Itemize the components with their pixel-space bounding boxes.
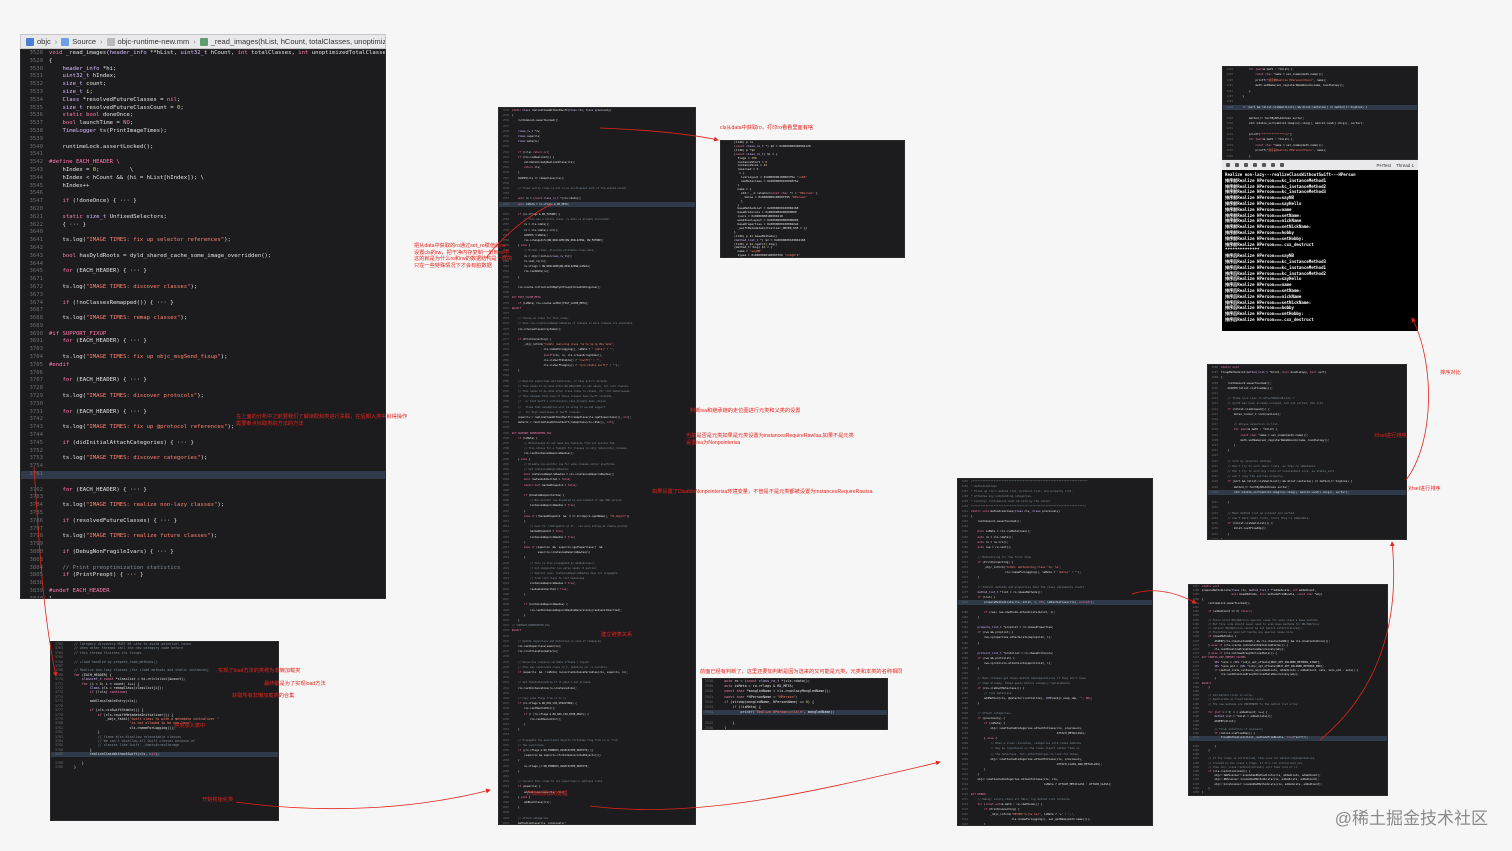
console-line: 排序后Realize HPerson===.cxx_destruct: [1225, 316, 1314, 322]
console-line: 排序前Realize HPerson===hobby: [1225, 229, 1294, 235]
annotation-link-list: 建立链表关系: [601, 632, 633, 638]
annotation-sort-compare: 排序对比: [1440, 370, 1461, 376]
arrow-to-methodize: [589, 760, 941, 810]
console-output[interactable]: Realize non-lazy---realizeClassWithoutSw…: [1222, 170, 1418, 331]
arrow-to-nonlazy: [33, 466, 58, 677]
console-line: 排序前Realize HPerson===setName:: [1225, 212, 1302, 218]
project-icon: [26, 37, 34, 46]
console-line: 排序前Realize HPerson===nickName: [1225, 218, 1302, 224]
lldb-panel-ro-dump[interactable]: (lldb) p ro (const class_ro_t *) $0 = 0x…: [720, 140, 905, 258]
code-panel-sort-compare[interactable]: 1218 for (auto& meth : *mlist) { 1219 co…: [1222, 66, 1418, 160]
arrow-to-lldb: [599, 127, 719, 142]
annotation-add-to-table: 将类加入表中: [174, 723, 206, 729]
annotation-sel-sort-2: 对sel进行排序: [1408, 486, 1441, 492]
chevron-right-icon: ›: [54, 37, 58, 46]
console-line: Realize non-lazy---realizeClassWithoutSw…: [1225, 172, 1356, 177]
console-line: 排序后Realize HPerson===setName:: [1225, 287, 1302, 293]
code-lines: 2538 auto ro = (const class_ro_t *)cls->…: [703, 679, 887, 729]
console-line: 排序后Realize HPerson===sayHello: [1225, 276, 1302, 282]
code-lines: 3762 // Category discovery MUST BE Late …: [51, 642, 278, 770]
console-line: 排序前Realize HPerson===setHobby:: [1225, 235, 1304, 241]
annotation-realize-intro: 在上面的分析中之前要我们了解读取和类进行关联，在后期入类中就得操作 需要断点标取…: [236, 414, 408, 427]
console-line: 排序前Realize HPerson===kc_instanceMethod3: [1225, 189, 1327, 195]
breadcrumb: objc › Source › objc-runtime-new.mm › _r…: [20, 34, 386, 49]
console-line: 排序前Realize HPerson===name: [1225, 206, 1292, 212]
console-line: 排序后Realize HPerson===setNickName:: [1225, 299, 1312, 305]
code-panel-methodize-class[interactable]: 1455/***********************************…: [957, 478, 1153, 826]
file-icon: [106, 37, 115, 46]
console-line: 排序后Realize HPerson===kc_instanceMethod3: [1225, 258, 1327, 264]
annotation-print-ro: cls从data中获取ro，打印ro看看里面有啥: [720, 125, 814, 131]
annotation-meta-name-check: 前面已经有判断了，这里还要加判断是因为选来的又可能是元类，元类和本类的名称相同: [700, 669, 903, 675]
code-lines: 1218 for (auto& meth : *mlist) { 1219 co…: [1223, 67, 1417, 159]
arrow-ro-note: [485, 203, 553, 259]
annotation-get-nonlazy-list: 获取所有非懒加载类的合集: [232, 693, 295, 699]
arrow-to-prepare: [1131, 590, 1197, 604]
console-line: 排序后Realize HPerson===setHobby:: [1225, 311, 1304, 317]
console-line: 排序前Realize HPerson===sayHello: [1225, 200, 1302, 206]
annotation-disable-nonpointer: 如果设置了DisableNonpointerisa环境变量，不管是不是元类都被设…: [652, 489, 873, 495]
annotation-sel-sort-1: 对sel进行排序: [1374, 433, 1407, 439]
folder-icon: [61, 37, 70, 46]
console-line: 排序前Realize HPerson===setNickName:: [1225, 224, 1312, 230]
watermark: @稀土掘金技术社区: [1334, 809, 1488, 828]
breadcrumb-item-project[interactable]: objc: [26, 37, 51, 46]
console-line: 排序后Realize HPerson===kc_instanceMethod1: [1225, 264, 1327, 270]
annotation-meta-rawisa: 当前是否是元类如果是元类设置为instancesRequireRawIsa,如果…: [686, 433, 854, 446]
console-line: 排序前Realize HPerson===kc_instanceMethod1: [1225, 177, 1327, 183]
console-line: 排序前Realize HPerson===kc_instanceMethod2: [1225, 183, 1327, 189]
console-line: 排序后Realize HPerson===hobby: [1225, 305, 1294, 311]
debug-thread-label[interactable]: Thread 1: [1395, 162, 1414, 168]
chevron-right-icon: ›: [100, 37, 103, 46]
arrow-to-console: [1405, 317, 1429, 481]
console-line: 排序前Realize HPerson===.cxx_destruct: [1225, 241, 1314, 247]
step-over-icon[interactable]: [1244, 163, 1248, 167]
console-line: 排序后Realize HPerson===kc_instanceMethod2: [1225, 270, 1327, 276]
annotation-load-purpose: 最终都是为了实现load方法: [264, 681, 326, 687]
code-lines: 1455/***********************************…: [958, 479, 1152, 825]
console-line: 排序后Realize HPerson===name: [1225, 282, 1292, 288]
arrow-to-realize: [235, 788, 491, 810]
code-panel-hperson-check[interactable]: 2538 auto ro = (const class_ro_t *)cls->…: [702, 678, 888, 730]
console-line: **************: [1225, 247, 1260, 253]
console-line: 排序后Realize HPerson===nickName: [1225, 293, 1302, 299]
annotation-isa-chain: 判断isa和继承链的走位图进行元类和父类的设置: [690, 408, 801, 414]
memory-graph-icon[interactable]: [1280, 163, 1284, 167]
debug-target-label[interactable]: PHTest: [1376, 162, 1391, 168]
debug-toolbar: PHTest Thread 1: [1222, 160, 1418, 170]
console-line: 排序后Realize HPerson===sayNB: [1225, 253, 1294, 259]
annotation-start-init: 开始初始化类: [202, 797, 234, 803]
annotation-ro-to-rw: 把从data中获取的ro通过set_ro赋值给rw 设置cls的rw，把干净内存…: [414, 243, 513, 269]
breadcrumb-item-function[interactable]: _read_images(hList, hCount, totalClasses…: [199, 37, 385, 46]
breadcrumb-item-file[interactable]: objc-runtime-new.mm: [106, 37, 189, 46]
code-panel-nonlazy-classes[interactable]: 3762 // Category discovery MUST BE Late …: [50, 641, 279, 821]
hide-debug-area-icon[interactable]: [1226, 163, 1230, 167]
annotation-nonlazy-definition: 实现了load方法的类称为非懒加载类: [218, 668, 301, 674]
code-lines: (lldb) p ro (const class_ro_t *) $0 = 0x…: [734, 140, 818, 258]
function-icon: [199, 37, 208, 46]
step-out-icon[interactable]: [1262, 163, 1266, 167]
arrow-to-fixup: [1319, 541, 1395, 741]
view-hierarchy-icon[interactable]: [1271, 163, 1275, 167]
console-line: 排序前Realize HPerson===sayNB: [1225, 195, 1294, 201]
continue-icon[interactable]: [1235, 163, 1239, 167]
breadcrumb-item-folder[interactable]: Source: [61, 37, 96, 46]
annotation-method-handling: 方法的添加的处理: [526, 791, 568, 797]
step-into-icon[interactable]: [1253, 163, 1257, 167]
chevron-right-icon: ›: [193, 37, 196, 46]
